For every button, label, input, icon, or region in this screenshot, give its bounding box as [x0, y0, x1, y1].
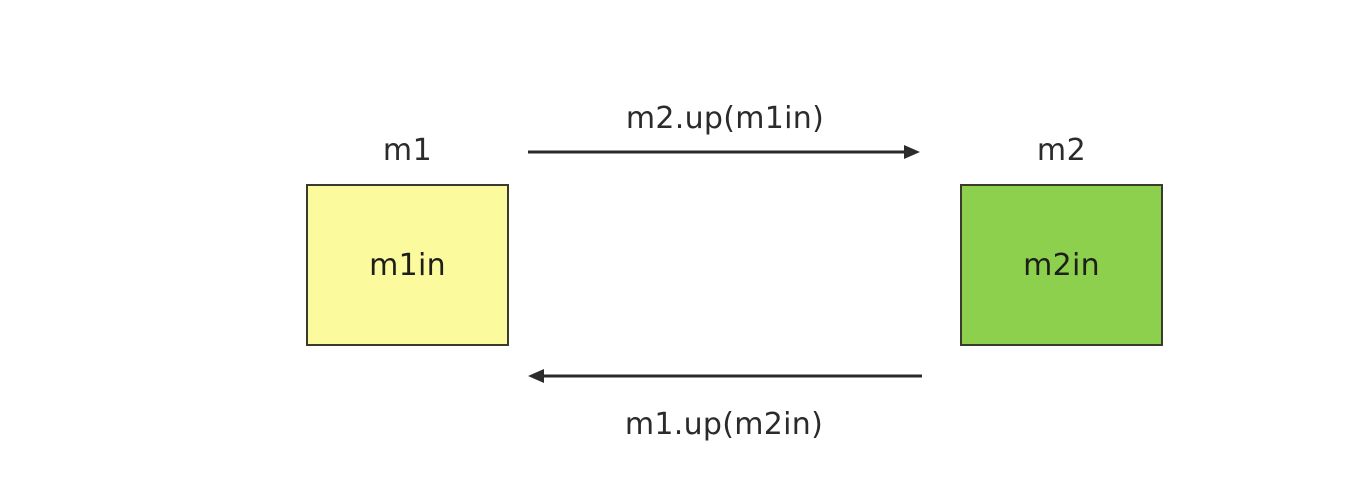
node-m1-box[interactable]: m1in	[306, 184, 509, 346]
node-m1-caption: m1	[382, 133, 433, 168]
node-m2-box[interactable]: m2in	[960, 184, 1163, 346]
node-m2-caption: m2	[1036, 133, 1087, 168]
arrow-m2-to-m1: m1.up(m2in)	[526, 366, 922, 446]
arrow-m1-to-m2-label: m2.up(m1in)	[625, 101, 825, 136]
arrow-left-icon	[528, 369, 922, 383]
node-m2-inner-label: m2in	[1023, 247, 1100, 283]
node-m1-inner-label: m1in	[369, 247, 446, 283]
arrow-m1-to-m2: m2.up(m1in)	[528, 101, 922, 159]
arrow-m2-to-m1-label: m1.up(m2in)	[624, 407, 824, 442]
node-m1[interactable]: m1 m1in	[306, 136, 509, 346]
node-m2[interactable]: m2 m2in	[960, 136, 1163, 346]
arrow-right-icon	[528, 145, 920, 159]
